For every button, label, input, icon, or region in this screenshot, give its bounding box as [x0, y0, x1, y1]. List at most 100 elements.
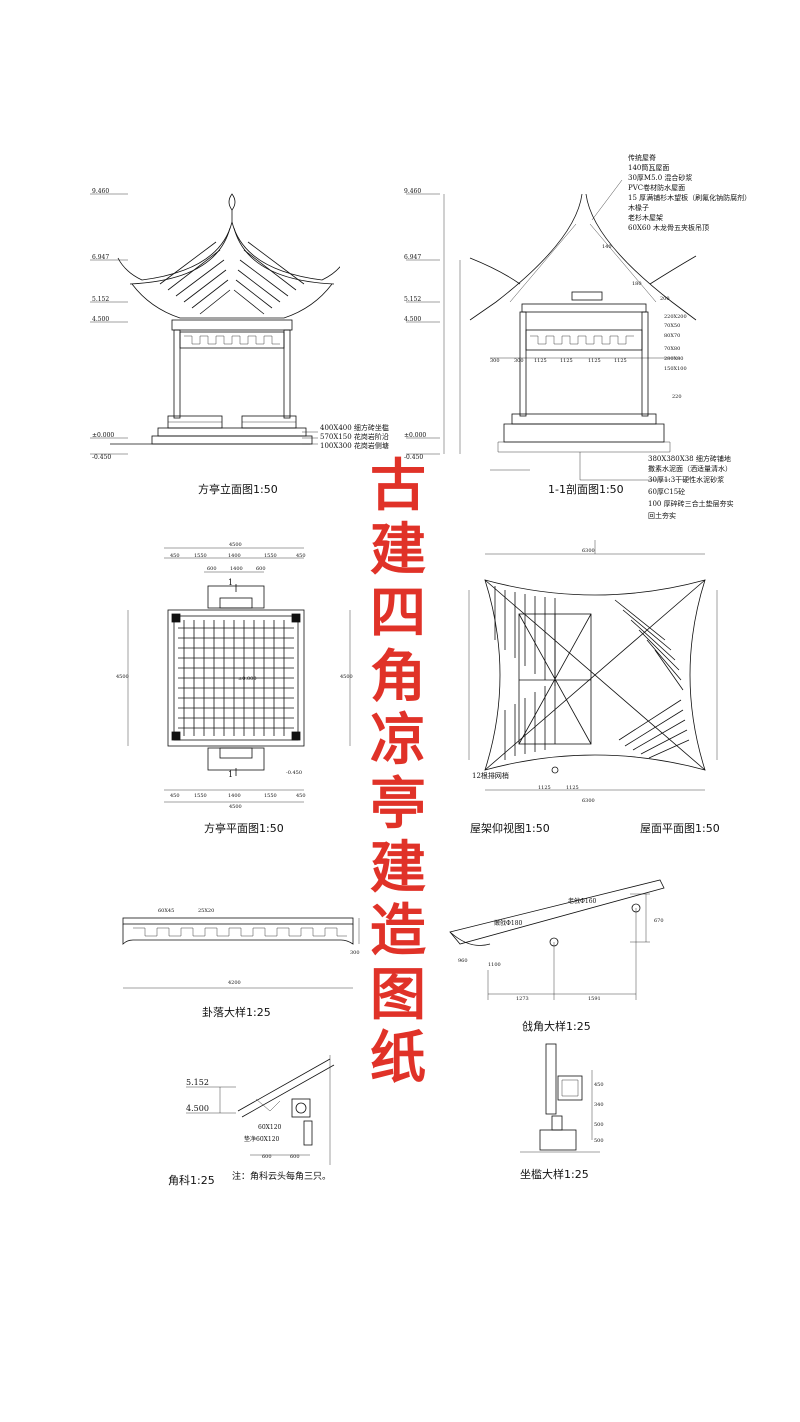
elevation-level-6: -0.450: [92, 454, 112, 461]
plan-dim-top-2: 1550: [194, 553, 207, 559]
section-roof-note-1: 传统屋脊: [628, 154, 656, 162]
section-level-3: 5.152: [404, 296, 422, 303]
elevation-level-3: 5.152: [92, 296, 110, 303]
section-floor-note-6: 回土夯实: [648, 512, 676, 520]
plan-dim-top-6: 600: [207, 566, 217, 572]
roof-plan-caption: 屋面平面图1:50: [640, 822, 720, 835]
section-caption: 1-1剖面图1:50: [548, 483, 624, 496]
qiangjiao-label-laoqiang: 老戗Φ160: [568, 898, 597, 905]
jiaoke-caption: 角科1:25: [168, 1174, 215, 1187]
qiangjiao-caption: 戗角大样1:25: [522, 1020, 591, 1033]
pavilion-elevation-drawing: [90, 193, 340, 455]
plan-dim-top-4: 1550: [264, 553, 277, 559]
roof-plan-drawing: [468, 540, 718, 791]
jiaoke-label-1: 60X120: [258, 1124, 282, 1131]
plan-dim-bottom-total: 4500: [229, 804, 242, 810]
section-level-4: 4.500: [404, 316, 422, 323]
jiaoke-level-1: 5.152: [186, 1078, 209, 1087]
gualuo-label-3: 4200: [228, 980, 241, 986]
zuojian-label-1: 450: [594, 1082, 604, 1088]
elevation-level-1: 9.460: [92, 188, 110, 195]
title-char-5: 凉: [370, 708, 426, 774]
jiaoke-note: 注：角科云头每角三只。: [232, 1172, 332, 1182]
roof-dim-left: 1125: [538, 785, 551, 791]
section-roof-note-5: 15 厚满铺杉木望板（刷氟化钠防腐剂）: [628, 194, 752, 202]
section-floor-note-2: 撒素水泥面（洒适量清水）: [648, 465, 732, 473]
plan-dim-top-7: 1400: [230, 566, 243, 572]
section-dim-80x70: 80X70: [664, 333, 681, 339]
zuojian-label-2: 340: [594, 1102, 604, 1108]
zuojian-detail-drawing: [520, 1043, 600, 1153]
elevation-level-5: ±0.000: [92, 432, 115, 439]
section-dim-200: 200: [660, 296, 670, 302]
section-roof-note-7: 老杉木屋架: [628, 214, 663, 222]
elevation-level-4: 4.500: [92, 316, 110, 323]
plan-dim-bottom-2: 1550: [194, 793, 207, 799]
section-floor-note-4: 60厚C15砼: [648, 488, 686, 496]
plan-side-dim-right: 4500: [340, 674, 353, 680]
jiaoke-label-3: 600: [262, 1154, 272, 1160]
elevation-level-2: 6.947: [92, 254, 110, 261]
section-level-1: 9.460: [404, 188, 422, 195]
section-level-6: -0.450: [404, 454, 424, 461]
roof-frame-label: 12根排网梢: [472, 772, 509, 780]
plan-dim-top-1: 450: [170, 553, 180, 559]
main-title-vertical: 古 建 四 角 凉 亭 建 造 图 纸: [365, 455, 431, 1091]
section-dim-180: 180: [632, 281, 642, 287]
plan-label-center-level: ±0.000: [238, 676, 257, 682]
section-level-5: ±0.000: [404, 432, 427, 439]
gualuo-caption: 卦落大样1:25: [202, 1006, 271, 1019]
elevation-caption: 方亭立面图1:50: [198, 483, 278, 496]
section-floor-note-5: 100 厚碎砖三合土垫层夯实: [648, 500, 734, 508]
section-dim-300-b: 300: [514, 358, 524, 364]
gualuo-label-1: 60X45: [158, 908, 175, 914]
jiaoke-label-2: 垫净60X120: [244, 1136, 280, 1143]
title-char-3: 四: [370, 581, 426, 647]
plan-dim-bottom-5: 450: [296, 793, 306, 799]
gualuo-detail-drawing: [122, 917, 360, 989]
zuojian-label-4: 500: [594, 1138, 604, 1144]
section-dim-220x200: 220X200: [664, 314, 687, 320]
qiangjiao-dim-670: 670: [654, 918, 664, 924]
elevation-note-2: 570X150 花岗岩阶沿: [320, 433, 389, 441]
title-char-7: 建: [370, 835, 426, 901]
roof-dim-top: 6300: [582, 548, 595, 554]
title-char-9: 图: [370, 962, 426, 1028]
section-roof-note-3: 30厚M5.0 混合砂浆: [628, 174, 693, 182]
plan-label-outer-level: -0.450: [286, 770, 303, 776]
plan-label-section-top: 1: [228, 578, 234, 587]
section-dim-150x100: 150X100: [664, 366, 687, 372]
zuojian-label-3: 500: [594, 1122, 604, 1128]
elevation-note-3: 100X300 花岗岩侧塘: [320, 442, 389, 450]
section-dim-1125-d: 1125: [614, 358, 627, 364]
plan-dim-bottom-4: 1550: [264, 793, 277, 799]
qiangjiao-label-nenqiang: 嫩戗Φ180: [494, 920, 523, 927]
title-char-1: 古: [370, 454, 426, 519]
elevation-note-1: 400X400 细方砖坐槛: [320, 424, 389, 432]
qiangjiao-dim-1100: 1100: [488, 962, 501, 968]
section-roof-note-6: 木椽子: [628, 204, 649, 212]
section-level-2: 6.947: [404, 254, 422, 261]
jiaoke-detail-drawing: [186, 1055, 335, 1165]
title-char-8: 造: [370, 899, 426, 965]
roof-dim-center: 1125: [566, 785, 579, 791]
section-dim-1125-b: 1125: [560, 358, 573, 364]
roof-frame-caption: 屋架仰视图1:50: [470, 822, 550, 835]
title-char-6: 亭: [370, 771, 426, 837]
plan-label-section-bottom: 1: [228, 770, 234, 779]
section-dim-70x50: 70X50: [664, 323, 681, 329]
plan-caption: 方亭平面图1:50: [204, 822, 284, 835]
jiaoke-level-2: 4.500: [186, 1104, 209, 1113]
roof-dim-bottom: 6300: [582, 798, 595, 804]
pavilion-section-drawing: [406, 180, 697, 481]
gualuo-label-2: 25X20: [198, 908, 215, 914]
qiangjiao-dim-1591: 1591: [588, 996, 601, 1002]
section-roof-note-2: 140筒瓦屋面: [628, 164, 670, 172]
plan-dim-top-total: 4500: [229, 542, 242, 548]
section-roof-note-8: 60X60 木龙骨五夹板吊顶: [628, 224, 710, 232]
section-floor-note-3: 30厚1:3干硬性水泥砂浆: [648, 476, 725, 484]
title-char-2: 建: [370, 517, 426, 583]
title-char-4: 角: [370, 644, 426, 710]
plan-dim-top-8: 600: [256, 566, 266, 572]
